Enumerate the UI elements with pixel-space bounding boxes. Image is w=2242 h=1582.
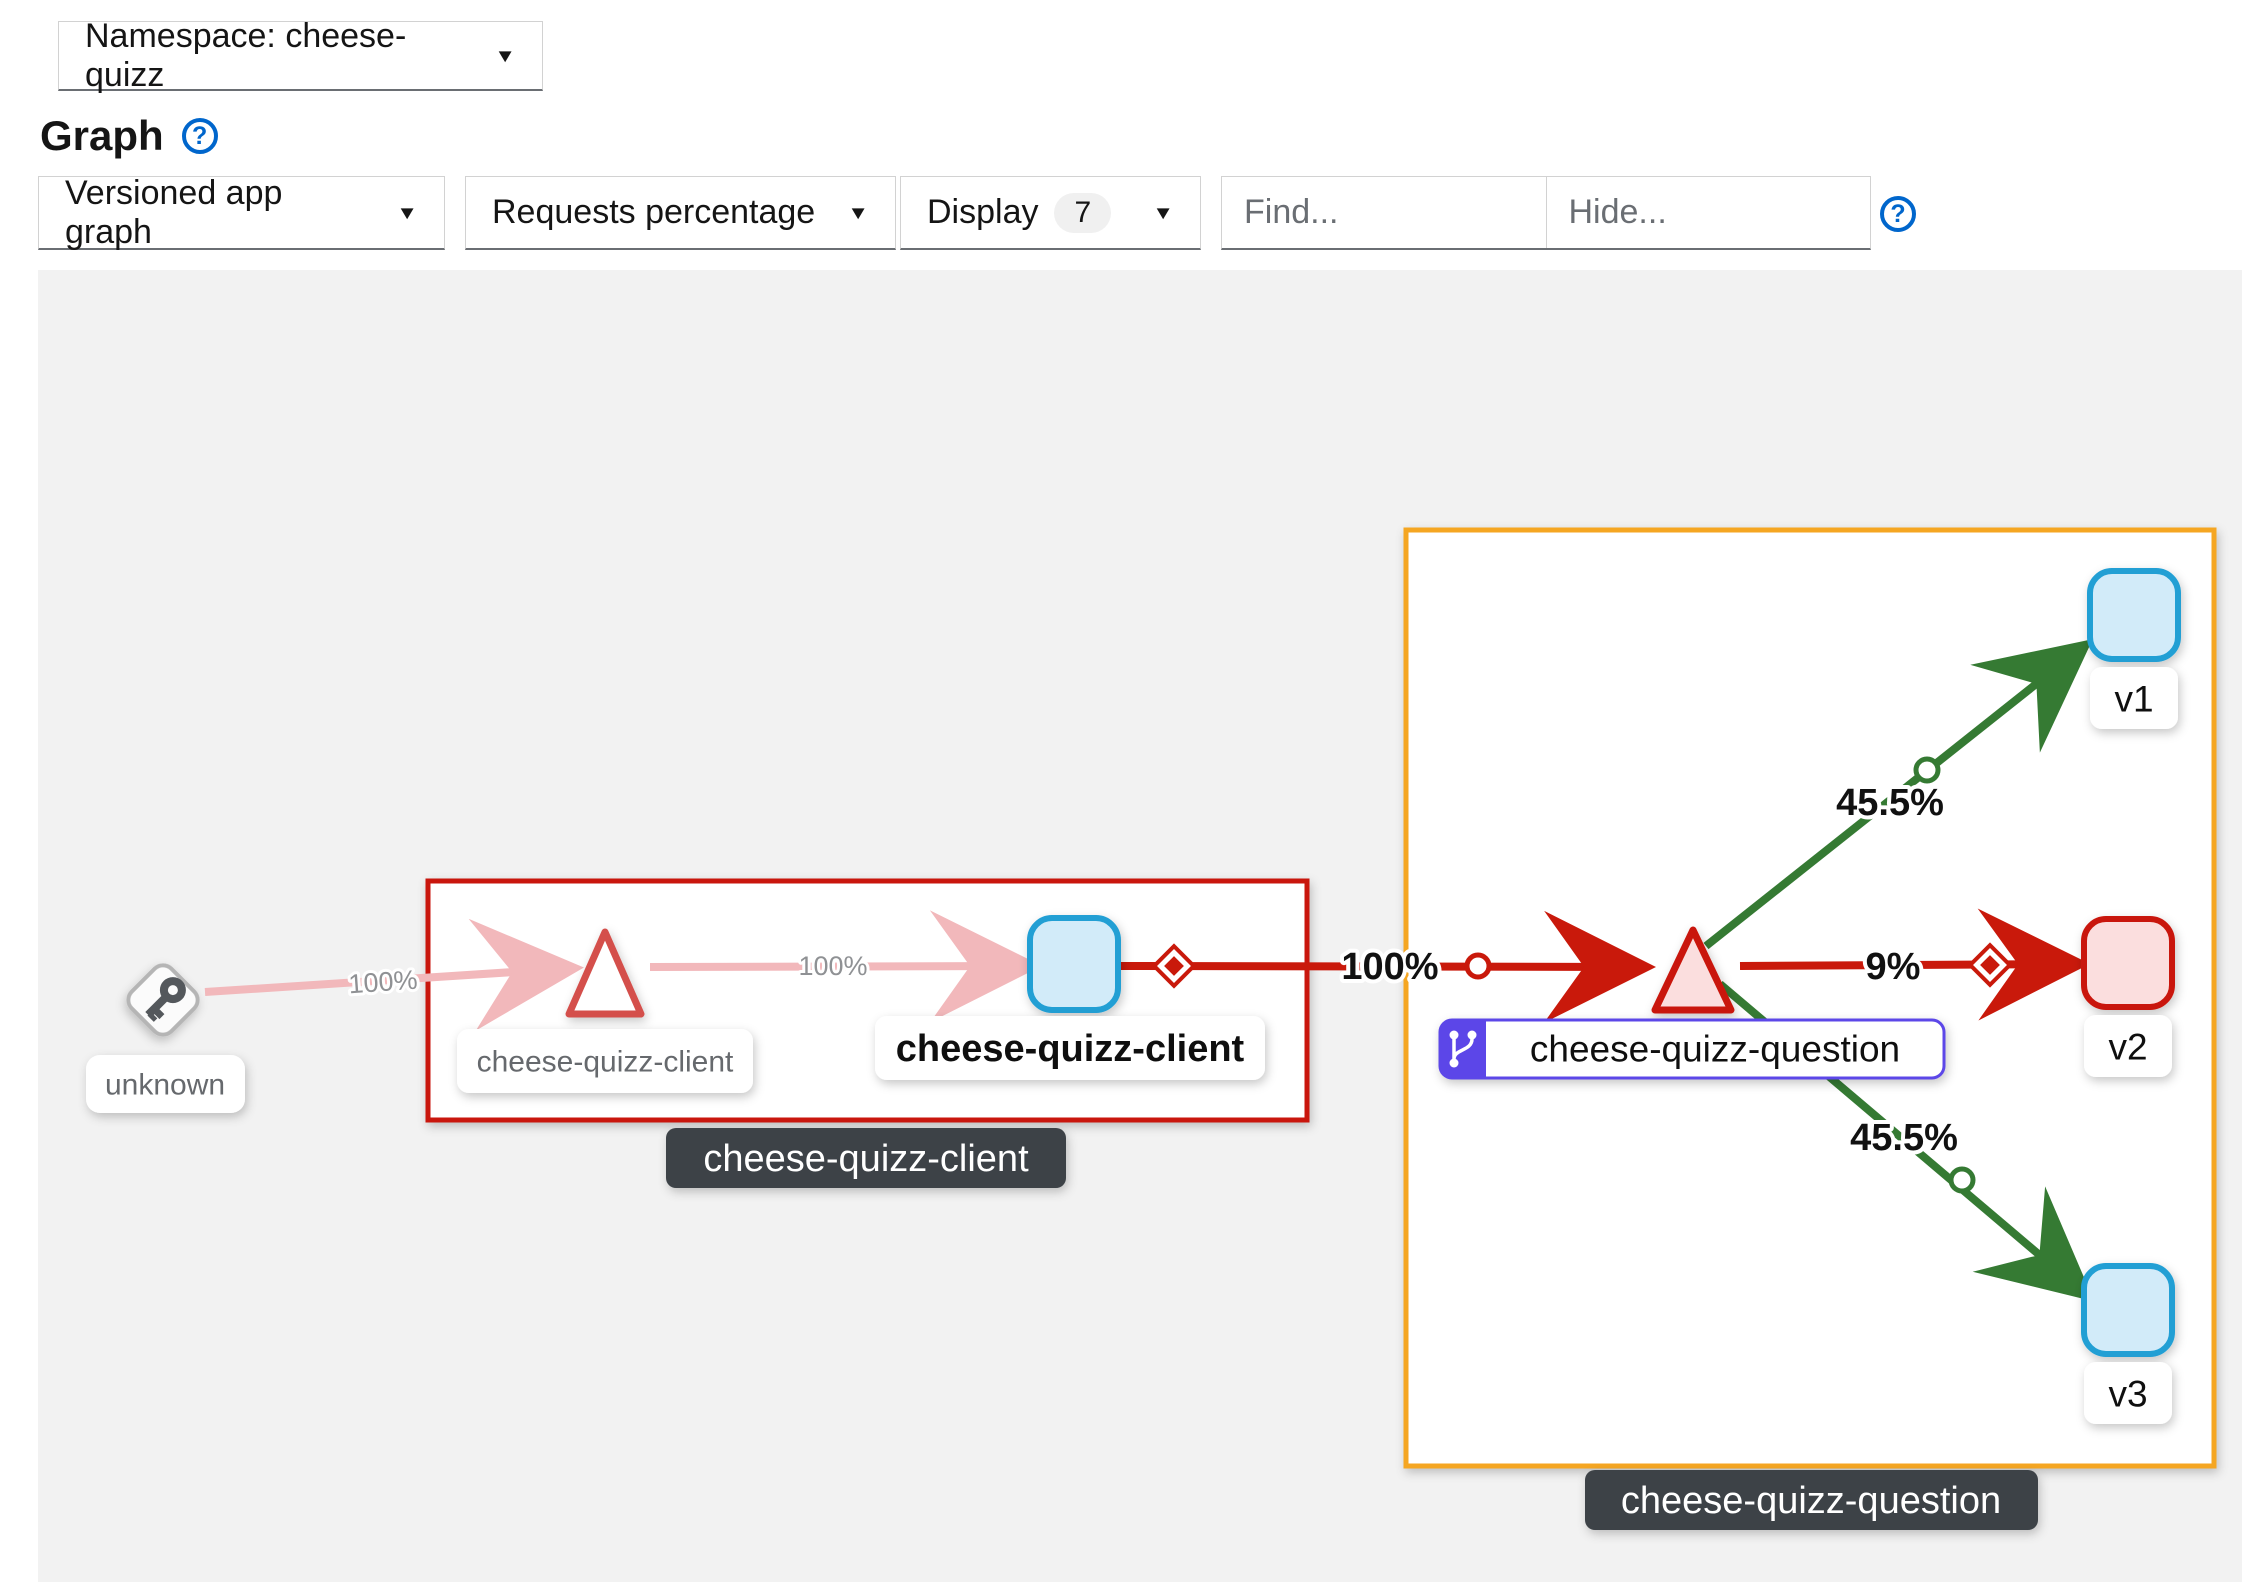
hide-input[interactable] <box>1545 177 1870 248</box>
group-badge-question: cheese-quizz-question <box>1585 1470 2038 1530</box>
node-label-text: unknown <box>105 1069 225 1102</box>
node-label-v3[interactable]: v3 <box>2084 1362 2172 1424</box>
edge-waypoint-circle <box>1948 1166 1976 1194</box>
namespace-select[interactable]: Namespace: cheese-quizz ▼ <box>58 17 543 94</box>
node-label-text: v1 <box>2114 679 2153 720</box>
edge-question-to-v1[interactable] <box>1703 639 2093 950</box>
node-question-app-triangle[interactable] <box>1651 926 1735 1014</box>
edge-metric-value: Requests percentage <box>492 193 816 231</box>
edge-metric-select[interactable]: Requests percentage ▼ <box>465 176 896 250</box>
group-badge-text: cheese-quizz-client <box>703 1138 1029 1180</box>
node-label-client-app[interactable]: cheese-quizz-client <box>457 1029 753 1093</box>
edge-waypoint-circle <box>1913 756 1941 784</box>
node-v3-box[interactable] <box>2081 1263 2175 1357</box>
find-hide-group <box>1221 176 1871 250</box>
graph-type-select[interactable]: Versioned app graph ▼ <box>38 173 445 251</box>
node-label-text: cheese-quizz-client <box>896 1028 1245 1070</box>
node-label-v2[interactable]: v2 <box>2084 1015 2172 1077</box>
group-badge-text: cheese-quizz-question <box>1621 1480 2001 1522</box>
node-v2-box[interactable] <box>2081 916 2175 1010</box>
edge-client-to-service[interactable] <box>649 910 1042 1023</box>
node-label-text: v3 <box>2108 1374 2147 1415</box>
node-label-text: cheese-quizz-question <box>1530 1029 1900 1070</box>
graph-help-icon[interactable]: ? <box>181 118 218 154</box>
chevron-down-icon: ▼ <box>494 44 516 66</box>
key-icon <box>145 977 186 1022</box>
edge-label: 9% <box>1866 946 1921 988</box>
edge-label: 100% <box>348 965 419 1000</box>
graph-svg: 100% 100% 100% 45.5% 9% 45.5% unknown ch… <box>86 527 2217 1530</box>
edge-label: 100% <box>1341 946 1438 988</box>
display-label: Display <box>927 193 1039 231</box>
edge-waypoint-circle <box>1464 952 1492 980</box>
circuit-breaker-diamond-icon <box>1151 943 1197 989</box>
circuit-breaker-diamond-icon <box>1967 942 2013 988</box>
page-title: Graph <box>40 112 164 159</box>
virtual-service-branch-icon <box>1449 1030 1477 1068</box>
question-mark-glyph: ? <box>192 121 208 150</box>
namespace-select-value: Namespace: cheese-quizz <box>85 16 407 94</box>
edge-service-to-question[interactable] <box>1119 910 1656 1023</box>
node-unknown[interactable] <box>123 960 202 1039</box>
node-v1-box[interactable] <box>2087 568 2181 662</box>
display-select[interactable]: Display 7 ▼ <box>900 176 1201 250</box>
node-label-text: v2 <box>2108 1027 2147 1068</box>
group-badge-client: cheese-quizz-client <box>666 1128 1066 1188</box>
display-count-badge: 7 <box>1054 192 1112 233</box>
node-client-service-box[interactable] <box>1027 915 1121 1013</box>
node-label-v1[interactable]: v1 <box>2090 667 2178 729</box>
page-header: Graph ? <box>40 112 218 160</box>
chevron-down-icon: ▼ <box>847 201 869 223</box>
edge-label: 45.5% <box>1850 1117 1958 1159</box>
graph-canvas[interactable]: 100% 100% 100% 45.5% 9% 45.5% unknown ch… <box>38 270 2242 1582</box>
find-help-icon[interactable]: ? <box>1880 196 1916 232</box>
edge-label: 100% <box>798 951 867 981</box>
node-client-app-triangle[interactable] <box>565 928 645 1018</box>
node-label-question-app[interactable]: cheese-quizz-question <box>1438 1018 1946 1080</box>
find-input[interactable] <box>1222 177 1546 248</box>
graph-type-value: Versioned app graph <box>65 173 283 251</box>
node-label-text: cheese-quizz-client <box>477 1046 734 1079</box>
node-label-client-service[interactable]: cheese-quizz-client <box>875 1016 1265 1080</box>
chevron-down-icon: ▼ <box>396 201 418 223</box>
chevron-down-icon: ▼ <box>1152 201 1174 223</box>
question-mark-glyph: ? <box>1890 199 1906 228</box>
edge-label: 45.5% <box>1836 782 1944 824</box>
node-label-unknown[interactable]: unknown <box>86 1055 245 1113</box>
edge-unknown-to-client[interactable] <box>204 918 584 1031</box>
